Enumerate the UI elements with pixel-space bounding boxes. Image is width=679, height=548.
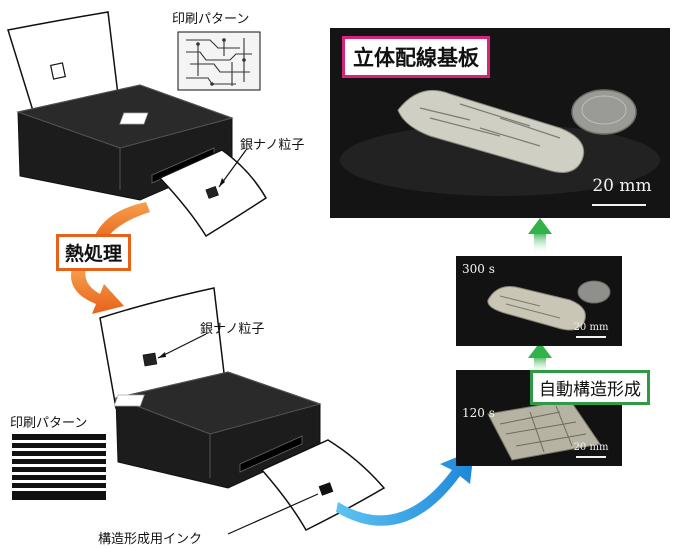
- printer-top: [7, 11, 268, 238]
- result-photo: 20 mm: [330, 28, 670, 218]
- printer-top-display: [119, 112, 149, 125]
- mid-scale-bar: [576, 336, 606, 338]
- printed-circuit-pattern: [177, 31, 261, 91]
- time-300s: 300 s: [462, 262, 495, 276]
- small-scale-bar: [576, 456, 606, 458]
- printer-bottom-chip-back: [142, 352, 158, 367]
- structural-ink-pointer: [227, 493, 319, 535]
- printer-bottom-display: [113, 394, 145, 407]
- coin: [571, 89, 637, 135]
- printer-top-chip: [205, 186, 219, 199]
- printer-bottom-ink-mark: [318, 482, 334, 496]
- structural-ink-label: 構造形成用インク: [98, 532, 203, 547]
- green-arrow-lower: [528, 342, 552, 374]
- silver-np-top-label: 銀ナノ粒子: [240, 138, 305, 153]
- line-pattern: [12, 434, 106, 500]
- printer-bottom: [12, 287, 386, 535]
- photo-300s: 300 s 20 mm: [456, 256, 622, 346]
- printer-top-paper-mark: [49, 62, 67, 80]
- print-pattern-bottom-label: 印刷パターン: [10, 416, 88, 431]
- printer-bottom-lid: [114, 371, 322, 435]
- main-scale-bar: [592, 204, 646, 206]
- main-scale-label: 20 mm: [592, 176, 652, 196]
- time-120s: 120 s: [462, 406, 495, 420]
- mid-photo-art: [456, 256, 622, 346]
- result-title: 立体配線基板: [342, 36, 490, 78]
- mid-rolled-substrate: [487, 286, 586, 331]
- silver-np-bottom-label: 銀ナノ粒子: [200, 322, 265, 337]
- small-scale-label: 20 mm: [573, 442, 609, 453]
- auto-structure-label: 自動構造形成: [530, 370, 650, 405]
- green-arrow-upper: [528, 218, 552, 254]
- heat-treatment-label: 熱処理: [56, 234, 132, 271]
- silver-np-bottom-pointer: [157, 333, 207, 359]
- print-pattern-top-label: 印刷パターン: [172, 12, 250, 27]
- printer-bottom-slot: [239, 435, 303, 473]
- main-photo-art: [330, 28, 670, 218]
- heat-arrow-lower: [71, 268, 124, 314]
- mid-scale-label: 20 mm: [573, 322, 609, 333]
- photo-120s: 120 s 20 mm: [456, 370, 622, 466]
